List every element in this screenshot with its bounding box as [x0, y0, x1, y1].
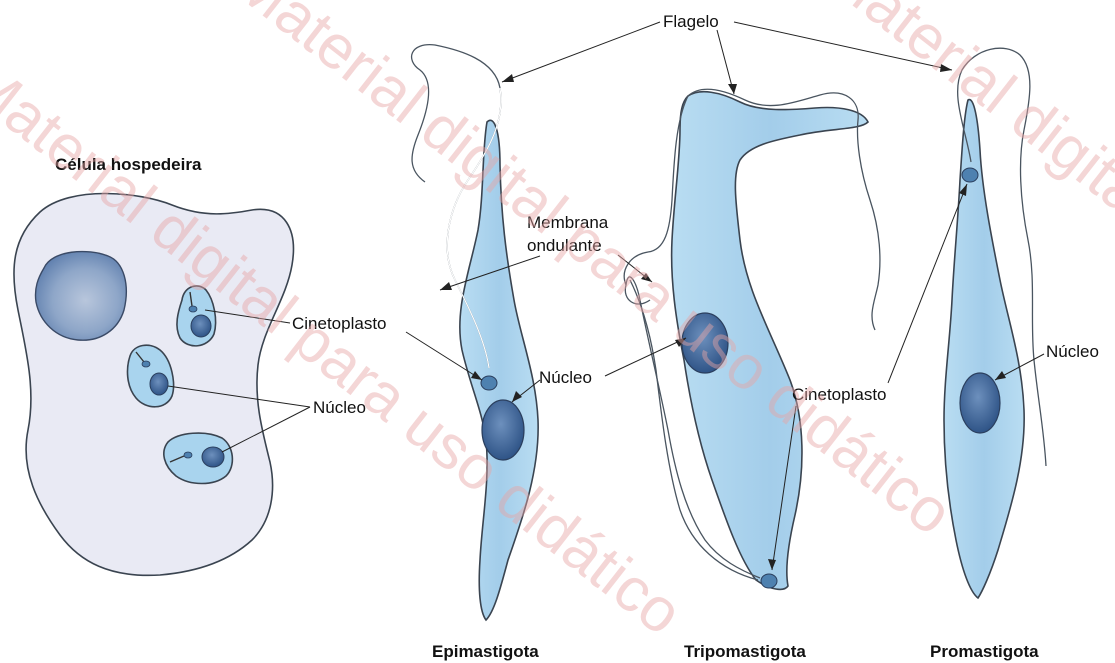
watermark-text: Material digital para uso didático [221, 0, 964, 548]
flagelo-label: Flagelo [663, 12, 719, 31]
amastigote-nucleus [202, 447, 224, 467]
epimastigote-kinetoplast [481, 376, 497, 390]
amastigote-kinetoplast [142, 361, 150, 367]
host-nucleus [35, 252, 126, 341]
amastigote-nucleus [191, 315, 211, 337]
epimastigota-title: Epimastigota [432, 642, 539, 661]
nucleo-right-label: Núcleo [1046, 342, 1099, 361]
nucleo-mid-label: Núcleo [539, 368, 592, 387]
flagelo-leader-epi [502, 22, 660, 82]
amastigote-nucleus [150, 373, 168, 395]
promastigote-body [944, 100, 1024, 598]
trypomastigote-kinetoplast [761, 574, 777, 588]
amastigote-kinetoplast [189, 306, 197, 312]
arrowhead [440, 282, 452, 290]
promastigote-nucleus [960, 373, 1000, 433]
arrowhead [502, 74, 514, 82]
promastigota-title: Promastigota [930, 642, 1039, 661]
tripomastigota-title: Tripomastigota [684, 642, 806, 661]
amastigote-kinetoplast [184, 452, 192, 458]
arrowhead [728, 84, 737, 94]
promastigote-kinetoplast [962, 168, 978, 182]
